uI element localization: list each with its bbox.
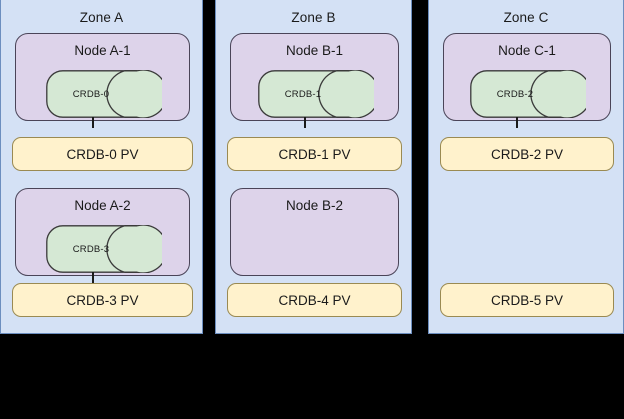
pv-label: CRDB-5 PV bbox=[490, 292, 563, 308]
pv-label: CRDB-4 PV bbox=[278, 292, 351, 308]
pv-label: CRDB-2 PV bbox=[490, 146, 563, 162]
crdb-pod-crdb-1[interactable]: CRDB-1 bbox=[258, 70, 374, 118]
node-title: Node B-1 bbox=[285, 43, 344, 58]
cylinder-shape-crdb-2 bbox=[470, 70, 586, 118]
pv-box-crdb-5-pv[interactable]: CRDB-5 PV bbox=[440, 283, 614, 317]
node-title: Node A-2 bbox=[74, 198, 131, 213]
crdb-pod-label-crdb-3: CRDB-3 bbox=[72, 243, 110, 255]
pv-box-crdb-2-pv[interactable]: CRDB-2 PV bbox=[440, 137, 614, 171]
connector-line-crdb-3 bbox=[92, 272, 94, 283]
crdb-pod-crdb-3[interactable]: CRDB-3 bbox=[46, 225, 162, 273]
crdb-pod-label-crdb-0: CRDB-0 bbox=[72, 88, 110, 100]
pv-box-crdb-0-pv[interactable]: CRDB-0 PV bbox=[12, 137, 193, 171]
cylinder-shape-crdb-0 bbox=[46, 70, 162, 118]
pv-label: CRDB-3 PV bbox=[66, 292, 139, 308]
node-title: Node C-1 bbox=[498, 43, 556, 58]
node-b-2[interactable]: Node B-2 bbox=[230, 188, 399, 276]
connector-line-crdb-0 bbox=[92, 117, 94, 128]
zone-title: Zone B bbox=[291, 10, 336, 25]
connector-line-crdb-2 bbox=[516, 117, 518, 128]
pv-box-crdb-4-pv[interactable]: CRDB-4 PV bbox=[227, 283, 402, 317]
cylinder-shape-crdb-1 bbox=[258, 70, 374, 118]
pv-box-crdb-1-pv[interactable]: CRDB-1 PV bbox=[227, 137, 402, 171]
crdb-pod-label-crdb-1: CRDB-1 bbox=[284, 88, 322, 100]
pv-label: CRDB-1 PV bbox=[278, 146, 351, 162]
cylinder-shape-crdb-3 bbox=[46, 225, 162, 273]
node-title: Node A-1 bbox=[74, 43, 131, 58]
crdb-pod-crdb-0[interactable]: CRDB-0 bbox=[46, 70, 162, 118]
zone-title: Zone C bbox=[503, 10, 549, 25]
pv-box-crdb-3-pv[interactable]: CRDB-3 PV bbox=[12, 283, 193, 317]
crdb-pod-label-crdb-2: CRDB-2 bbox=[496, 88, 534, 100]
pv-label: CRDB-0 PV bbox=[66, 146, 139, 162]
connector-line-crdb-1 bbox=[304, 117, 306, 128]
node-title: Node B-2 bbox=[285, 198, 344, 213]
crdb-pod-crdb-2[interactable]: CRDB-2 bbox=[470, 70, 586, 118]
zone-title: Zone A bbox=[79, 10, 124, 25]
